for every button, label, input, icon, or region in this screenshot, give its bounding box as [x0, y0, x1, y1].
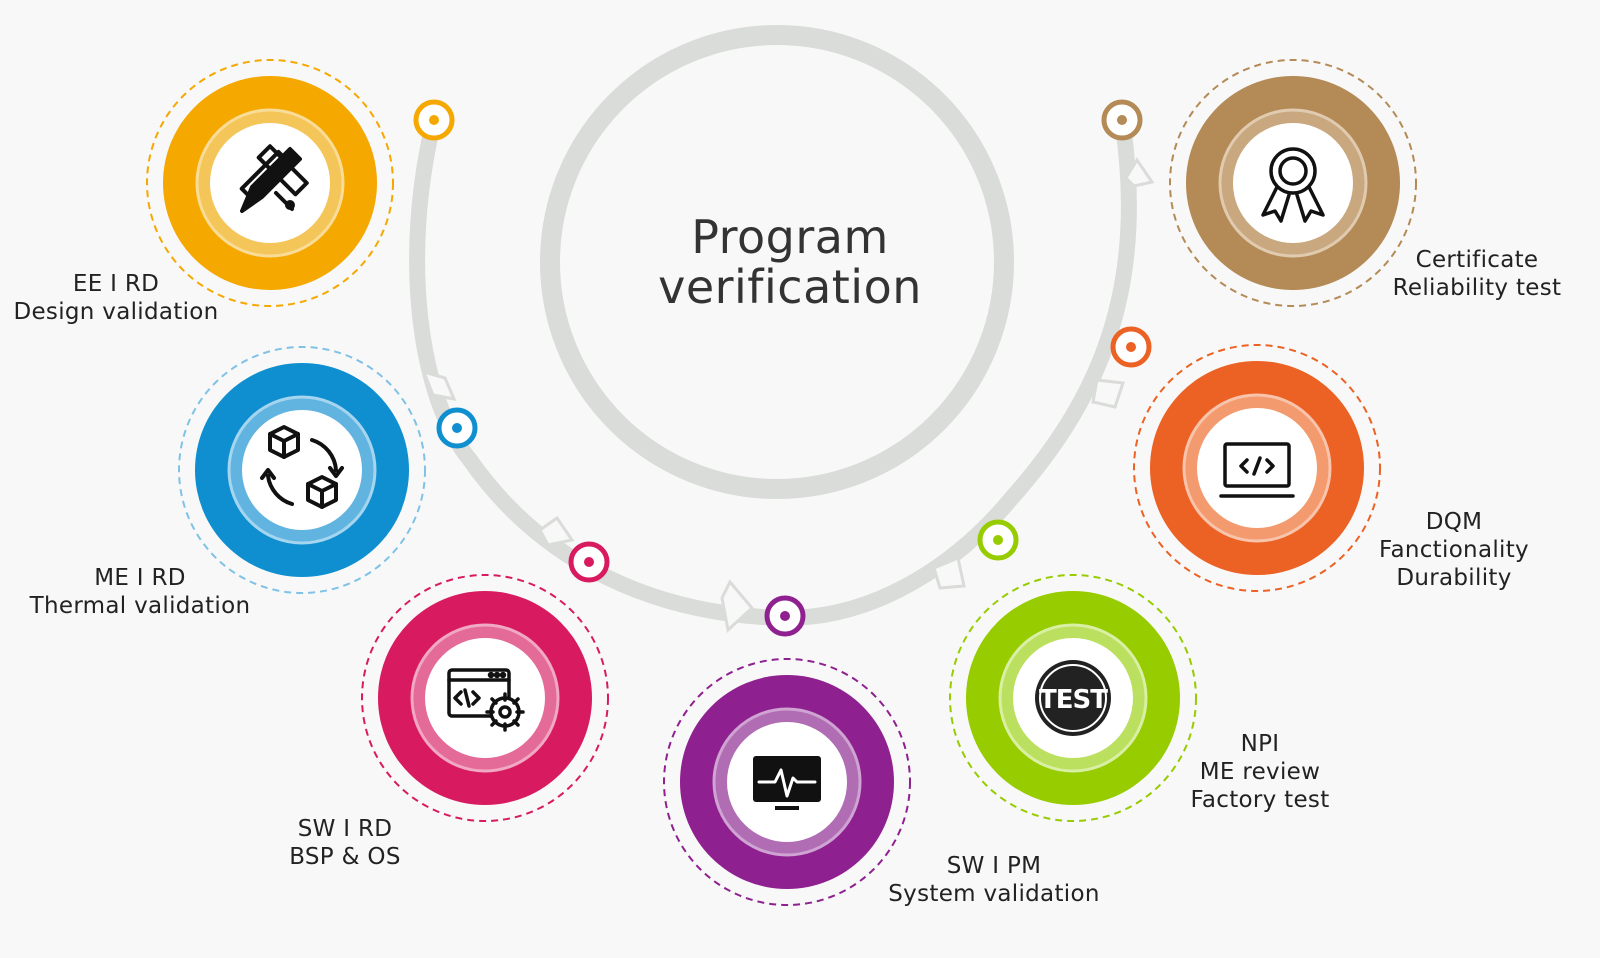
label-dqm-line1: DQM [1425, 509, 1483, 535]
test-badge-text: TEST [1039, 685, 1108, 715]
node-me-rd [436, 407, 478, 449]
inner-disc [242, 410, 362, 530]
dashed-ring [1133, 344, 1381, 592]
award-ribbon-icon [1261, 147, 1325, 223]
label-sw-rd: SW I RD BSP & OS [270, 815, 420, 871]
label-npi: NPI ME review Factory test [1180, 730, 1340, 814]
cubes-cycle-icon [260, 425, 344, 509]
node-certificate [1101, 99, 1143, 141]
monitor-code-icon [1219, 442, 1295, 498]
label-dqm-line3: Durability [1396, 565, 1512, 591]
label-ee-rd-line1: EE I RD [72, 271, 160, 297]
inner-disc [425, 638, 545, 758]
label-certificate-line1: Certificate [1415, 247, 1539, 273]
label-ee-rd: EE I RD Design validation [6, 270, 226, 326]
pencil-ruler-icon [239, 144, 309, 213]
track-arrow-3 [720, 579, 755, 633]
label-ee-rd-line2: Design validation [13, 299, 219, 325]
label-me-rd: ME I RD Thermal validation [26, 564, 254, 620]
test-badge-icon: TEST [1035, 660, 1111, 736]
center-title-line1: Program [691, 210, 889, 264]
monitor-pulse-icon [753, 756, 821, 810]
stage-certificate [1169, 59, 1417, 307]
label-dqm-line2: Fanctionality [1379, 537, 1529, 563]
stage-ee-rd [146, 59, 394, 307]
label-me-rd-line2: Thermal validation [29, 593, 251, 619]
node-sw-rd [568, 541, 610, 583]
dashed-ring [146, 59, 394, 307]
label-me-rd-line1: ME I RD [94, 565, 186, 591]
label-sw-rd-line2: BSP & OS [289, 844, 401, 870]
stage-npi: TEST [949, 574, 1197, 822]
label-npi-line3: Factory test [1190, 787, 1330, 813]
dashed-ring [1169, 59, 1417, 307]
track-arrow-2 [538, 515, 575, 547]
label-npi-line2: ME review [1199, 759, 1321, 785]
label-npi-line1: NPI [1240, 731, 1280, 757]
label-certificate-line2: Reliability test [1392, 275, 1562, 301]
label-certificate: Certificate Reliability test [1384, 246, 1570, 302]
process-track [409, 112, 1137, 627]
label-sw-rd-line1: SW I RD [297, 816, 393, 842]
dashed-ring [949, 574, 1197, 822]
node-npi [977, 519, 1019, 561]
track-arrows [421, 157, 1155, 633]
stage-sw-pm [663, 658, 911, 906]
stage-nodes [413, 99, 1152, 637]
track-arrow-1 [421, 369, 457, 402]
label-dqm: DQM Fanctionality Durability [1366, 508, 1542, 592]
center-ring [540, 25, 1014, 499]
node-dqm [1110, 326, 1152, 368]
stage-sw-rd [361, 574, 609, 822]
label-sw-pm-line1: SW I PM [946, 853, 1042, 879]
node-ee-rd [413, 99, 455, 141]
node-sw-pm [764, 595, 806, 637]
code-gear-icon [447, 668, 525, 732]
center-title: Program verification [640, 212, 940, 312]
track-arrow-5 [1091, 378, 1126, 409]
stage-me-rd [178, 346, 426, 594]
track-arrow-6 [1124, 157, 1155, 188]
track-arrow-4 [932, 555, 966, 590]
label-sw-pm: SW I PM System validation [880, 852, 1108, 908]
stage-dqm [1133, 344, 1381, 592]
dashed-ring [663, 658, 911, 906]
dashed-ring [361, 574, 609, 822]
center-title-line2: verification [658, 260, 922, 314]
dashed-ring [178, 346, 426, 594]
label-sw-pm-line2: System validation [888, 881, 1100, 907]
